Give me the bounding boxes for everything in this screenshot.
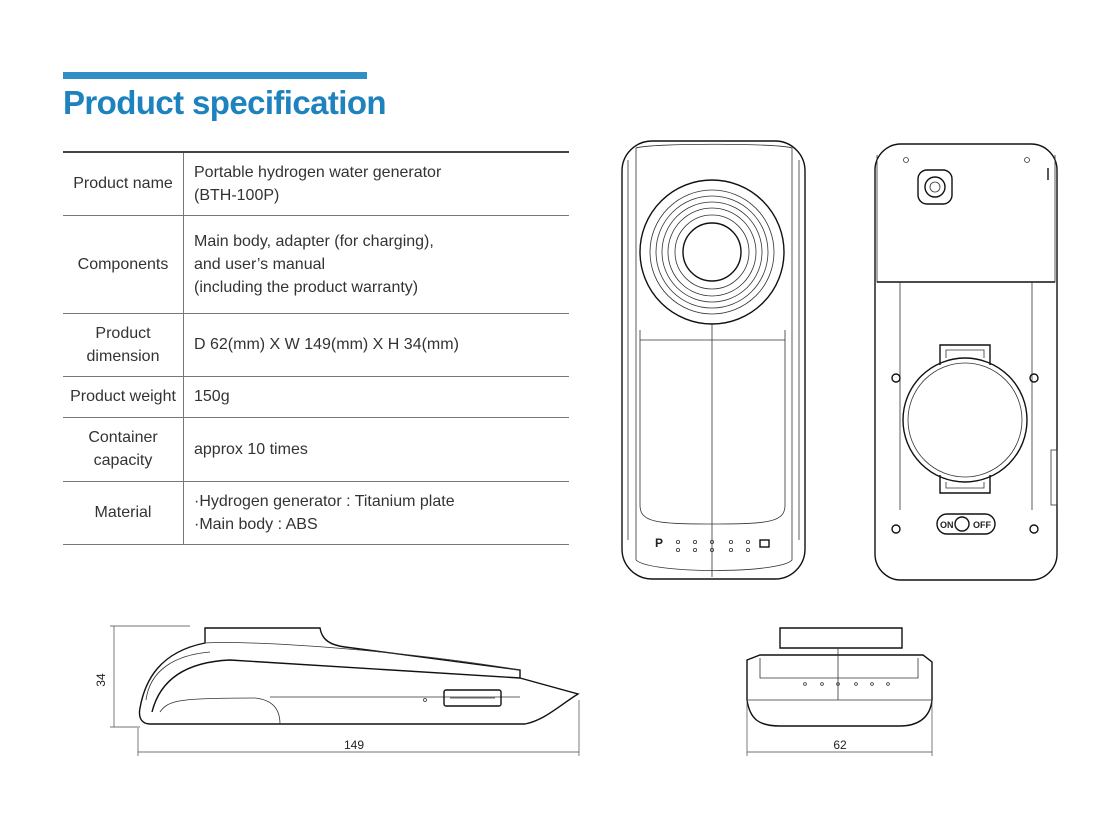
front-view-drawing: P: [621, 140, 806, 580]
row-value: Portable hydrogen water generator (BTH-1…: [194, 163, 442, 204]
row-label: Product name: [63, 152, 184, 215]
table-row: Product weight 150g: [63, 376, 569, 417]
indicator-dots: [676, 540, 751, 553]
table-row: Container capacity approx 10 times: [63, 417, 569, 481]
switch-off-label: OFF: [973, 520, 991, 530]
switch-on-label: ON: [940, 520, 954, 530]
row-label: Material: [63, 481, 184, 544]
spec-table: Product name Portable hydrogen water gen…: [63, 151, 569, 545]
row-value: Main body, adapter (for charging), and u…: [194, 232, 434, 296]
depth-dimension-label: 62: [833, 738, 847, 752]
row-value: approx 10 times: [194, 440, 308, 458]
side-view-drawing: 34 149: [94, 625, 580, 756]
end-indicator-dots: [803, 682, 890, 686]
row-value: D 62(mm) X W 149(mm) X H 34(mm): [194, 336, 459, 353]
width-dimension-label: 149: [344, 738, 364, 752]
row-label: Product dimension: [63, 313, 184, 376]
title-accent-bar: [63, 72, 367, 79]
table-row: Components Main body, adapter (for charg…: [63, 215, 569, 313]
row-label: Container capacity: [63, 417, 184, 481]
back-view-drawing: ON OFF: [874, 143, 1058, 581]
end-view-drawing: 62: [746, 627, 933, 756]
power-switch: [936, 513, 996, 535]
table-row: Product name Portable hydrogen water gen…: [63, 152, 569, 215]
front-mark-label: P: [655, 536, 663, 550]
table-row: Material ·Hydrogen generator : Titanium …: [63, 481, 569, 544]
page-title: Product specification: [63, 84, 387, 121]
row-value: 150g: [194, 388, 230, 405]
height-dimension-label: 34: [94, 673, 108, 687]
row-label: Components: [63, 215, 184, 313]
row-label: Product weight: [63, 376, 184, 417]
battery-icon: [759, 539, 770, 548]
row-value: ·Hydrogen generator : Titanium plate ·Ma…: [194, 492, 455, 533]
table-row: Product dimension D 62(mm) X W 149(mm) X…: [63, 313, 569, 376]
